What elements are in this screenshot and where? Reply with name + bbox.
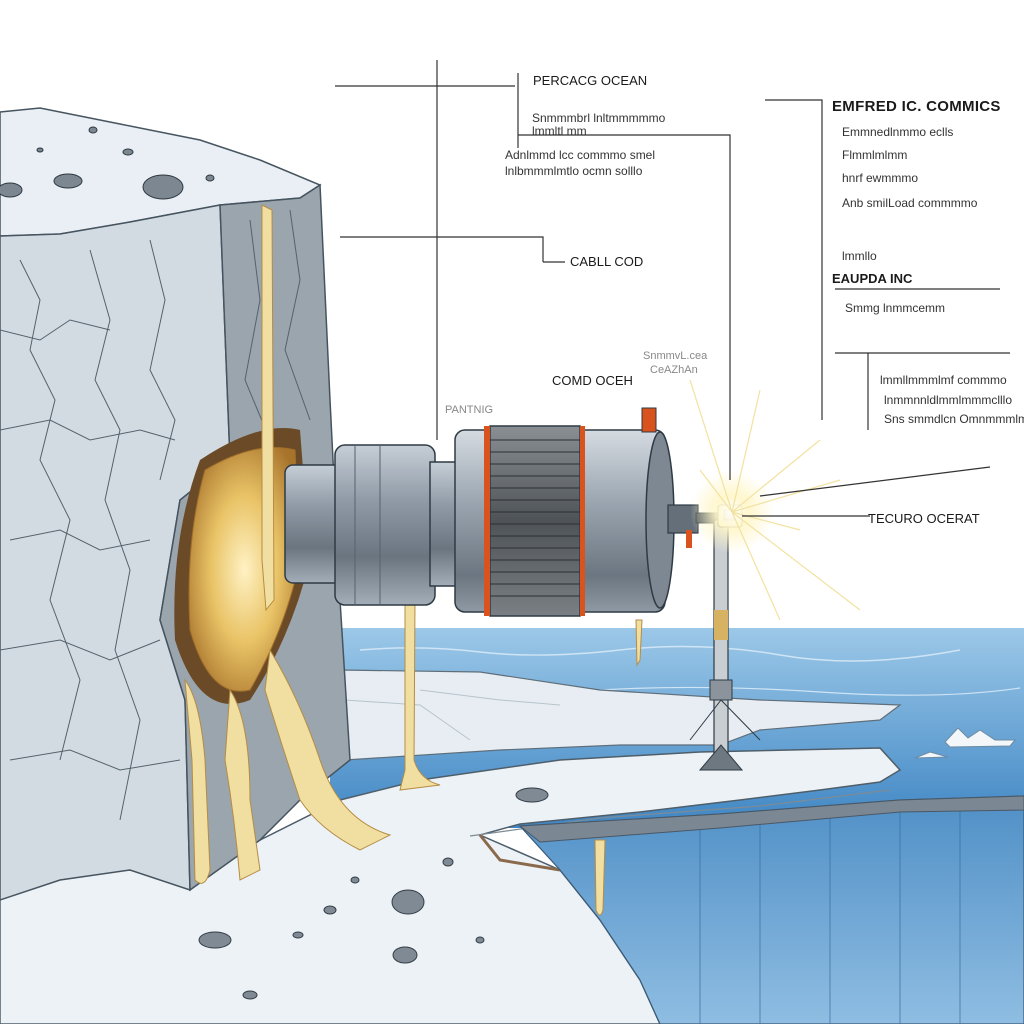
drill-assembly bbox=[284, 407, 725, 617]
label-right-low2: lnmmnnldlmmlmmmclllo bbox=[884, 393, 1013, 407]
support-mast bbox=[689, 504, 761, 771]
cliff-top-pebbles bbox=[0, 126, 215, 200]
label-right-sub4: Anb smilLoad commmmo bbox=[842, 196, 978, 210]
label-left-sub3: Adnlmmd lcc commmo smel bbox=[505, 148, 656, 162]
distant-ice-floe bbox=[944, 727, 1017, 748]
label-right-sub2: Flmmlmlmm bbox=[842, 148, 908, 162]
scattered-rocks bbox=[198, 787, 549, 1000]
label-right-low3: Sns smmdlcn Omnmmmlmo bbox=[884, 412, 1024, 426]
ocean-waves bbox=[359, 645, 961, 662]
label-tecuro: TECURO OCERAT bbox=[868, 511, 980, 526]
label-right-sub1: Emmnedlnmmo eclls bbox=[842, 125, 954, 139]
label-europa-inc: EAUPDA INC bbox=[832, 271, 913, 286]
label-right-low1: lmmllmmmlmf commmo bbox=[880, 373, 1007, 387]
drill-orange-band bbox=[484, 426, 490, 616]
label-left-sub2: lmmltl mm bbox=[532, 124, 587, 138]
label-left-sub1: Snmmmbrl lnltmmmmmo bbox=[532, 111, 666, 125]
energy-flash bbox=[689, 379, 861, 621]
label-right-sub5: lmmllo bbox=[842, 249, 877, 263]
label-left-sub4: lnlbmmmlmtlo ocmn solllo bbox=[505, 164, 643, 178]
label-right-sub6: Smmg lnmmcemm bbox=[845, 301, 946, 315]
label-cable-cod: CABLL COD bbox=[570, 254, 644, 269]
label-center-faint1: SnmmvL.cea bbox=[643, 350, 708, 362]
label-right-title: EMFRED IC. COMMICS bbox=[832, 98, 1001, 115]
annotation-leader-lines bbox=[335, 60, 1010, 517]
label-right-sub3: hnrf ewmmmo bbox=[842, 171, 919, 185]
meltwater-drips bbox=[184, 204, 643, 916]
label-pantnig: PANTNIG bbox=[445, 404, 494, 416]
label-cond-ocen: COMD OCEH bbox=[552, 373, 633, 388]
label-perface-ocean: PERCACG OCEAN bbox=[533, 73, 648, 88]
cliff-cracks bbox=[0, 209, 311, 821]
drill-rib-section bbox=[489, 425, 581, 617]
label-center-faint2: CeAZhAn bbox=[650, 364, 698, 376]
ice-shelf-mid bbox=[339, 669, 902, 761]
